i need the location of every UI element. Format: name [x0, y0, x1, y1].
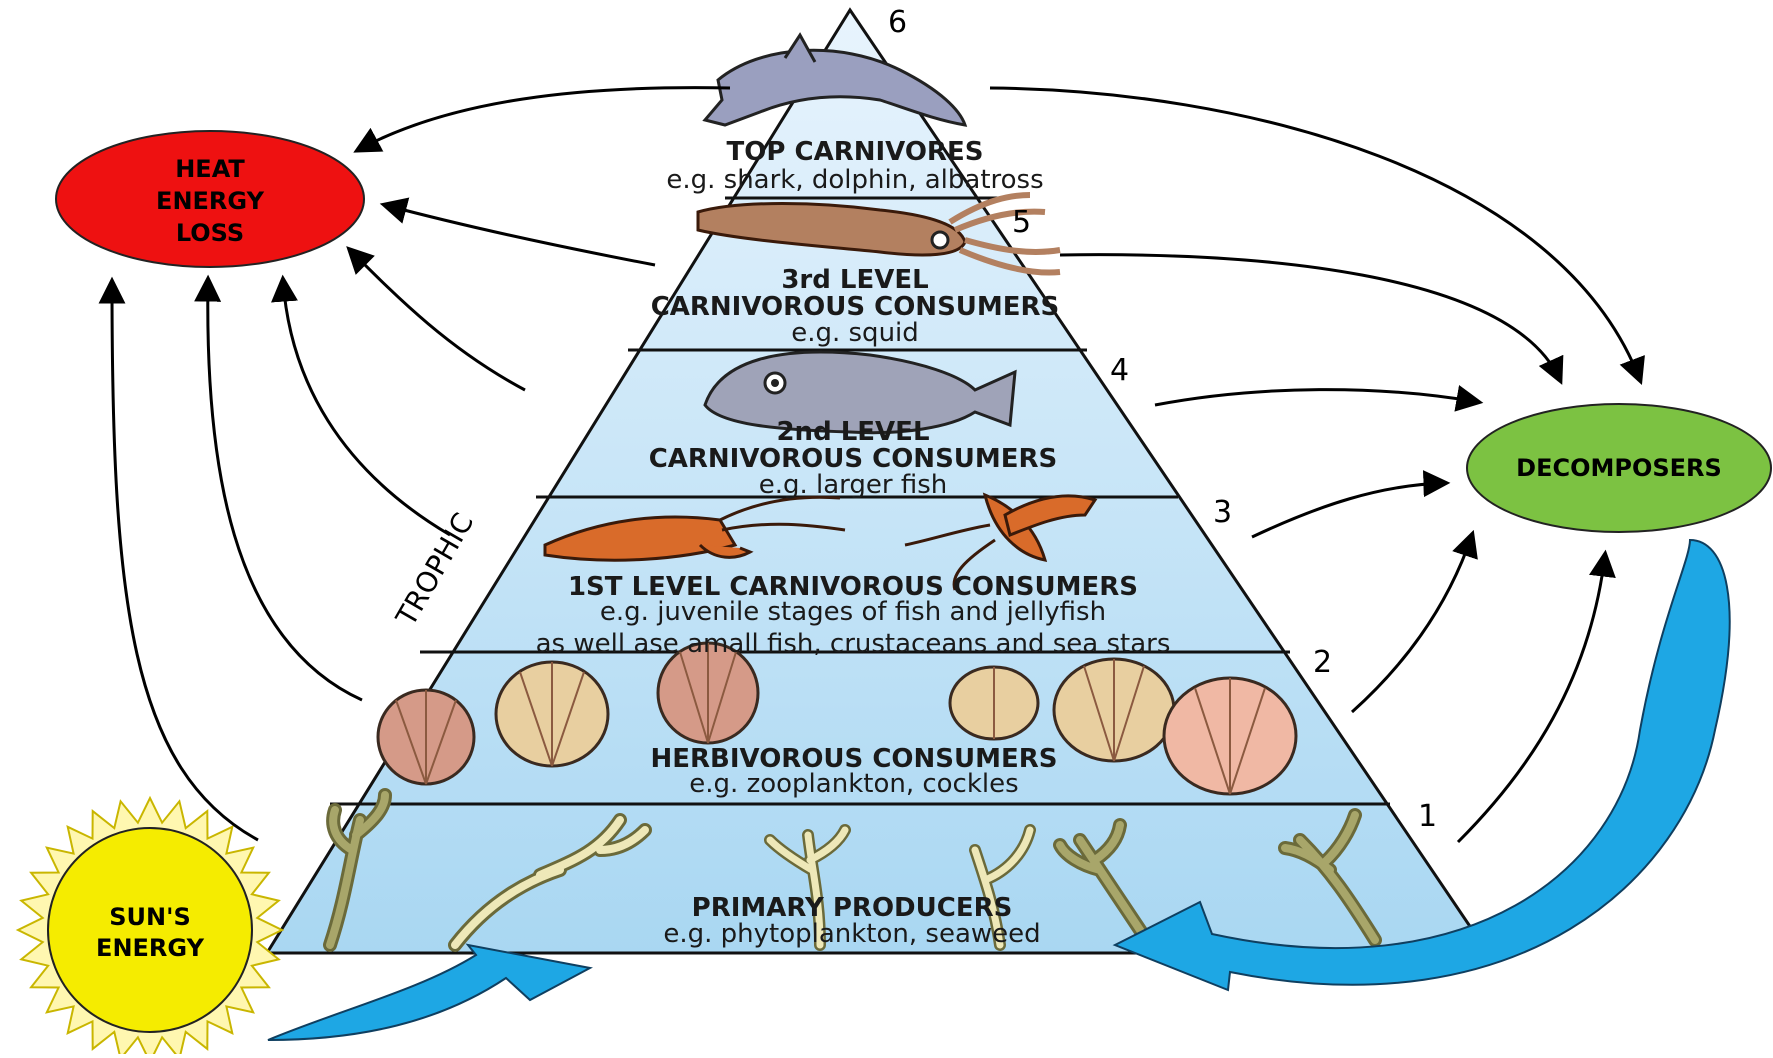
arrow-level4-to-decomposers — [1155, 390, 1478, 405]
level-2-number: 2 — [1313, 645, 1332, 680]
decomposers-node: DECOMPOSERS — [1467, 404, 1771, 532]
arrow-level6-to-heat — [358, 88, 730, 150]
level-4-number: 4 — [1110, 353, 1129, 388]
arrow-level2-to-heat — [208, 280, 362, 700]
level-6-number: 6 — [888, 5, 907, 40]
heat-energy-loss-node: HEAT ENERGY LOSS — [56, 131, 364, 267]
sun-label-line1: SUN'S — [109, 903, 191, 931]
level-3-number: 3 — [1213, 495, 1232, 530]
arrow-sun-to-producers — [268, 945, 590, 1040]
heat-label-line2: ENERGY — [156, 187, 265, 215]
arrow-level3-to-heat — [283, 280, 450, 535]
arrow-level2-to-decomposers — [1352, 535, 1472, 712]
level-1-number: 1 — [1418, 799, 1437, 834]
arrow-level4-to-heat — [350, 250, 525, 390]
arrow-level6-to-decomposers — [990, 88, 1640, 380]
arrow-sun-to-heat — [112, 282, 258, 840]
squid-eye-icon — [932, 232, 948, 248]
level-6-example: e.g. shark, dolphin, albatross — [666, 165, 1043, 195]
sun-node: SUN'S ENERGY — [18, 798, 282, 1054]
arrow-level3-to-decomposers — [1252, 483, 1445, 537]
arrow-level1-to-decomposers — [1458, 555, 1605, 842]
heat-label-line1: HEAT — [175, 155, 245, 183]
level-5-title: 3rd LEVEL — [781, 265, 928, 295]
level-3-example-line2: as well ase amall fish, crustaceans and … — [536, 629, 1171, 659]
decomposers-label: DECOMPOSERS — [1516, 454, 1722, 482]
level-5-number: 5 — [1012, 205, 1031, 240]
level-2-example: e.g. zooplankton, cockles — [689, 769, 1018, 799]
level-3-example: e.g. juvenile stages of fish and jellyfi… — [600, 597, 1106, 627]
level-4-title: 2nd LEVEL — [776, 417, 929, 447]
level-6-title: TOP CARNIVORES — [727, 137, 984, 167]
sun-label-line2: ENERGY — [96, 934, 205, 962]
heat-label-line3: LOSS — [176, 219, 244, 247]
level-1-example: e.g. phytoplankton, seaweed — [663, 919, 1040, 949]
arrow-level5-to-heat — [385, 205, 655, 265]
level-5-example: e.g. squid — [791, 318, 919, 348]
arrow-level5-to-decomposers — [1060, 255, 1560, 380]
level-4-example: e.g. larger fish — [759, 470, 948, 500]
